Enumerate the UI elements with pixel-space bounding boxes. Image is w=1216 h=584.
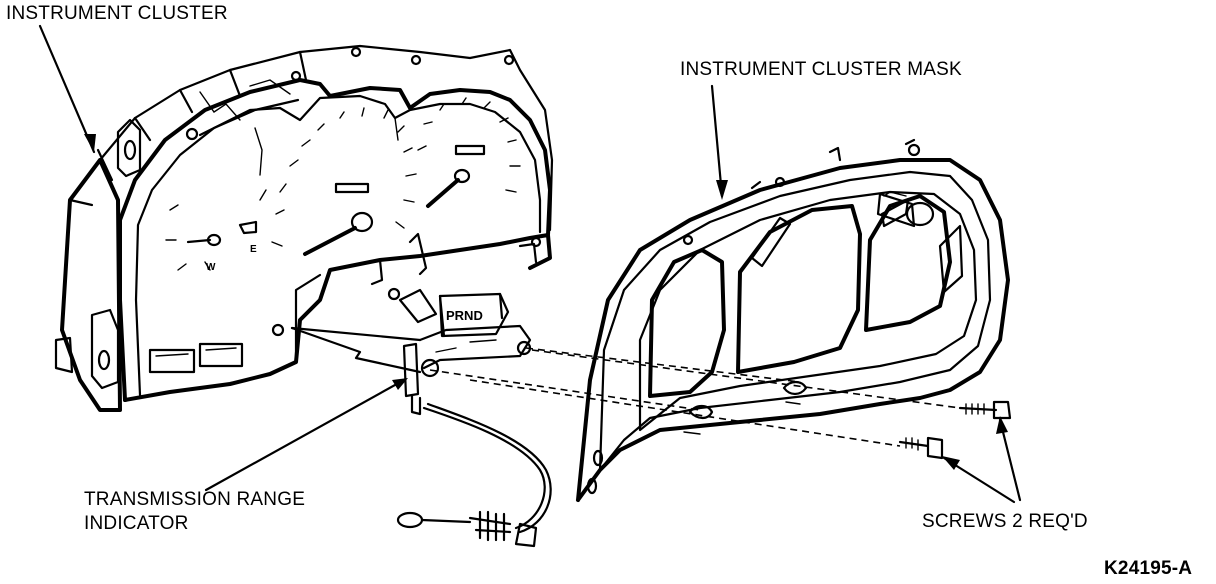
instrument-cluster: W E <box>54 44 554 412</box>
transmission-range-indicator: PRND <box>290 288 552 548</box>
instrument-cluster-mask <box>576 138 1010 502</box>
label-instrument-cluster-mask: INSTRUMENT CLUSTER MASK <box>680 59 962 80</box>
label-instrument-cluster: INSTRUMENT CLUSTER <box>6 3 228 24</box>
label-screws: SCREWS 2 REQ'D <box>922 511 1088 532</box>
figure-id: K24195-A <box>1104 558 1193 579</box>
alignment-lines <box>429 347 961 447</box>
indicator-prndl-text: PRND <box>446 308 483 323</box>
svg-text:W: W <box>206 262 216 273</box>
label-transmission-range-indicator-line2: INDICATOR <box>84 513 189 534</box>
label-transmission-range-indicator-line1: TRANSMISSION RANGE <box>84 489 306 510</box>
leader-lines <box>38 24 1022 504</box>
svg-text:E: E <box>250 244 257 255</box>
screws <box>898 400 1012 460</box>
